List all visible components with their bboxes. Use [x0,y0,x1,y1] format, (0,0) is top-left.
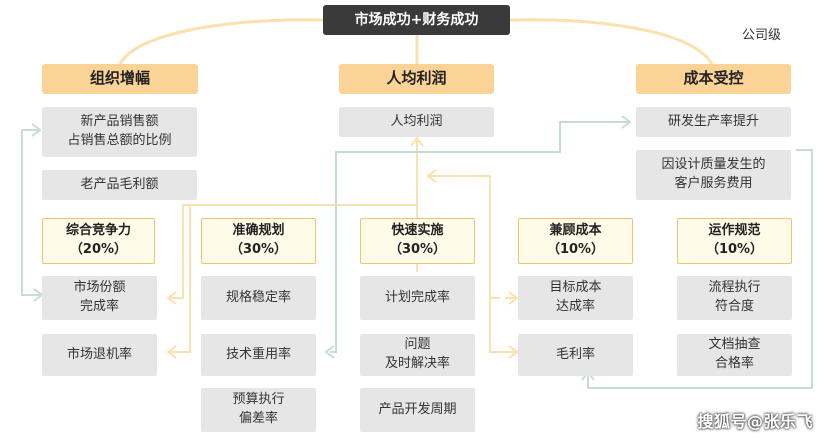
orange-connector [170,205,191,353]
arrow-head [426,169,437,183]
metric-budget-deviation: 预算执行 偏差率 [201,388,316,432]
pillar-cost-control: 成本受控 [636,64,791,94]
metric-rd-productivity: 研发生产率提升 [636,107,791,137]
metric-service-cost-design-quality: 因设计质量发生的 客户服务费用 [636,150,791,200]
metric-plan-completion: 计划完成率 [360,276,475,320]
arrow-head [621,115,632,129]
root-arc [118,18,326,65]
metric-market-share-completion: 市场份额 完成率 [42,276,157,320]
metric-dev-cycle: 产品开发周期 [360,388,475,432]
arrow-head [410,136,424,147]
green-connector [21,129,40,296]
root-goal: 市场成功+财务成功 [323,5,510,35]
metric-issue-resolution: 问题 及时解决率 [360,334,475,376]
pillar-organization-growth: 组织增幅 [42,64,198,94]
root-arc [509,18,714,65]
orange-connector [430,175,500,353]
arrow-head [324,345,335,359]
metric-old-product-gross-profit: 老产品毛利额 [42,170,197,200]
watermark: 搜狐号@张乐飞 [697,412,813,431]
metric-target-cost-achievement: 目标成本 达成率 [518,276,633,320]
metric-tech-reuse: 技术重用率 [201,334,316,376]
factor-fast-execution: 快速实施 （30%） [360,218,475,264]
arrow-head [31,123,42,137]
factor-accurate-planning: 准确规划 （30%） [201,218,316,264]
metric-process-compliance: 流程执行 符合度 [677,276,792,320]
arrow-head [508,291,519,305]
level-label: 公司级 [742,28,782,43]
pillar-profit-per-capita: 人均利润 [339,64,494,94]
metric-spec-stability: 规格稳定率 [201,276,316,320]
metric-market-return-rate: 市场退机率 [42,334,157,376]
green-connector [587,149,813,389]
metric-gross-margin: 毛利率 [518,334,633,376]
factor-cost-balance: 兼顾成本 （10%） [518,218,633,264]
factor-compliance: 运作规范 （10%） [677,218,792,264]
metric-new-product-sales-ratio: 新产品销售额 占销售总额的比例 [42,107,197,157]
metric-profit-per-capita: 人均利润 [339,107,494,137]
arrow-head [166,345,177,359]
metric-doc-audit-pass: 文档抽查 合格率 [677,334,792,376]
arrow-head [166,291,177,305]
arrow-head [508,345,519,359]
factor-competitiveness: 综合竞争力 （20%） [42,218,155,264]
orange-connector [170,204,417,299]
green-connector [330,121,630,353]
